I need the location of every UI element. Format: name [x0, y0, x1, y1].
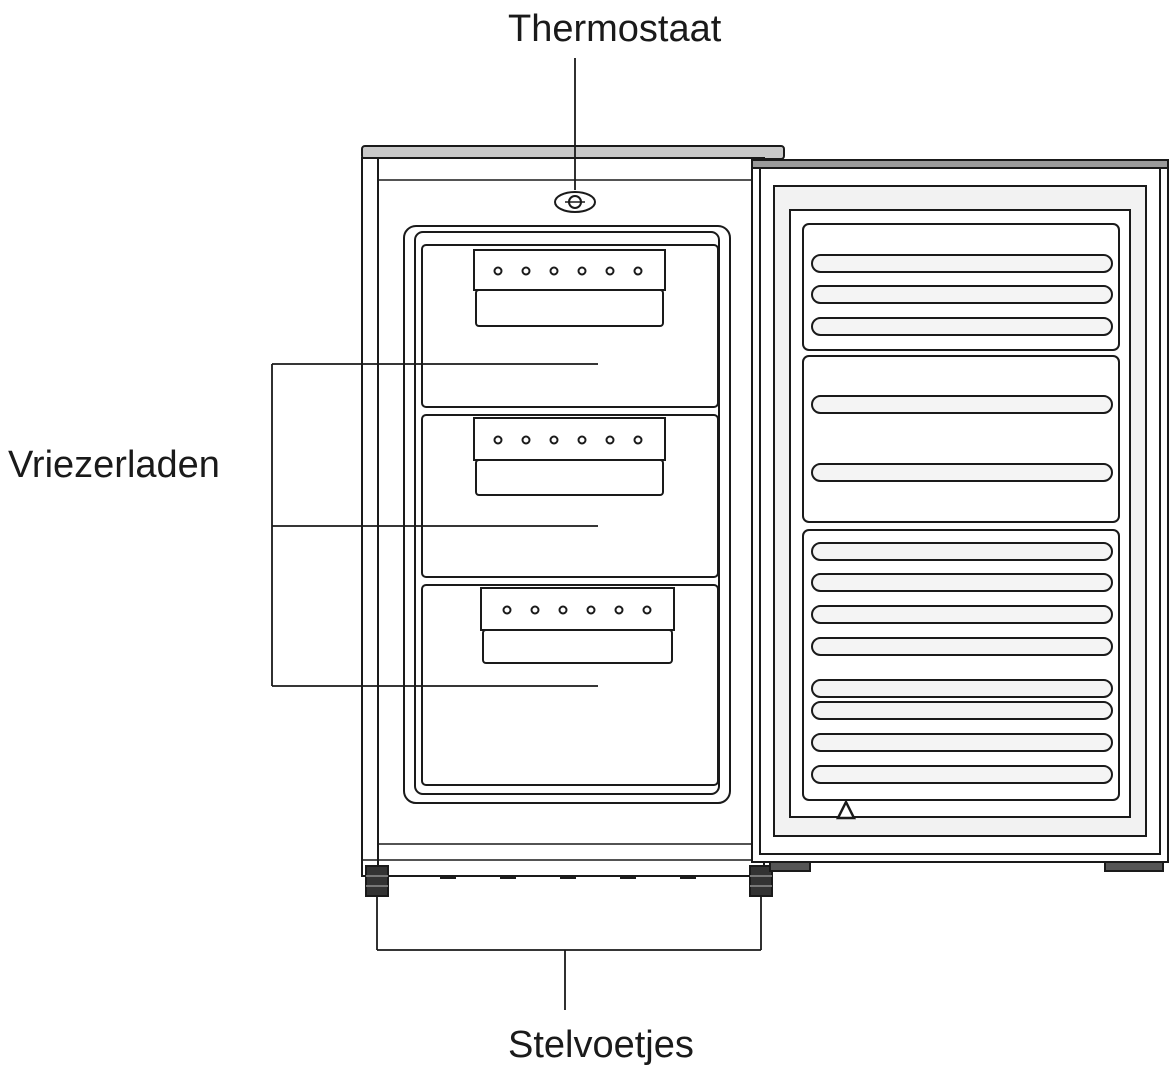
label-thermostat: Thermostaat	[508, 8, 722, 50]
freezer-drawer-3	[421, 584, 719, 786]
freezer-drawer-2	[421, 414, 719, 578]
drawer-handle	[473, 417, 666, 496]
label-freezer-drawers: Vriezerladen	[8, 444, 220, 486]
door-ribs	[811, 254, 1113, 784]
drawer-handle	[473, 249, 666, 327]
adjustable-foot-left	[365, 865, 389, 897]
recycle-triangle-icon	[835, 799, 857, 820]
freezer-cabinet	[361, 145, 785, 897]
adjustable-foot-right	[749, 865, 773, 897]
open-door	[751, 159, 1169, 872]
label-adjustable-feet: Stelvoetjes	[508, 1024, 694, 1066]
freezer-drawer-1	[421, 244, 719, 408]
thermostat-knob-icon	[554, 191, 596, 213]
callout-lines	[271, 58, 762, 1010]
drawer-handle	[480, 587, 675, 664]
